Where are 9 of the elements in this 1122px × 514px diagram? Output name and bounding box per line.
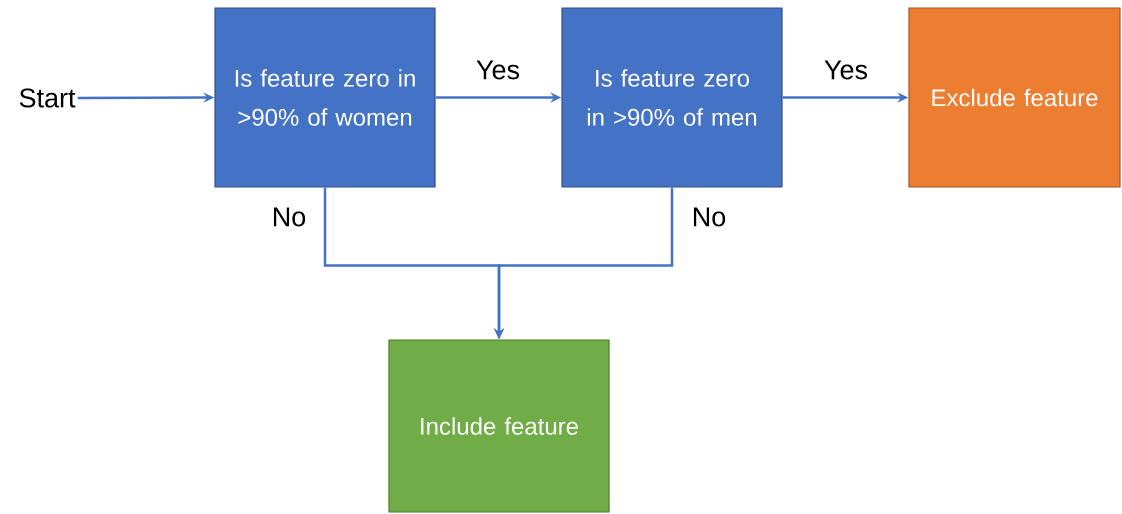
edge-label: Yes [822, 58, 871, 82]
start-label: Start [19, 88, 76, 108]
process-box: Include feature [388, 339, 610, 513]
process-box: Is feature zero in >90% of women [214, 7, 436, 188]
edge-label: Yes [474, 58, 523, 82]
edge-label: No [269, 205, 309, 229]
process-box: Is feature zero in >90% of men [561, 7, 783, 188]
edge-label: No [689, 205, 729, 229]
process-box: Exclude feature [908, 7, 1121, 188]
